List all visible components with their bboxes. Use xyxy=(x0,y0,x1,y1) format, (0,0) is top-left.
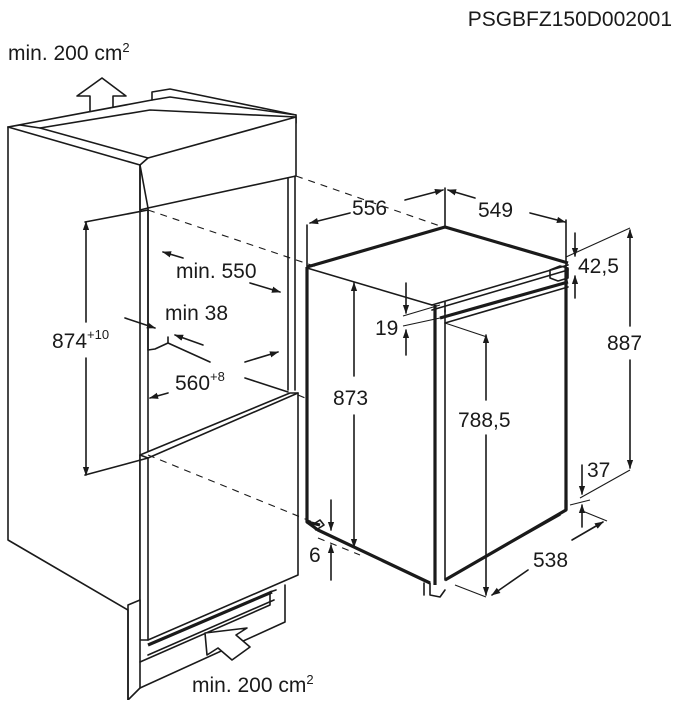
niche-height-value: 874 xyxy=(52,330,87,353)
niche-height-tolerance: +10 xyxy=(87,327,109,342)
appliance-depth-label: 549 xyxy=(478,199,513,222)
top-ventilation-label: min. 200 cm2 xyxy=(8,40,130,65)
foot-height-label: 6 xyxy=(309,544,321,567)
appliance-fridge xyxy=(305,225,569,598)
niche-width-value: 560 xyxy=(175,372,210,395)
bottom-ventilation-label: min. 200 cm2 xyxy=(192,672,314,697)
door-width-label: 538 xyxy=(533,549,568,572)
niche-width-tolerance: +8 xyxy=(210,369,225,384)
ventilation-top-text: min. 200 cm xyxy=(8,42,122,65)
door-height-label: 788,5 xyxy=(458,409,511,432)
ventilation-bottom-text: min. 200 cm xyxy=(192,674,306,697)
body-height-label: 873 xyxy=(333,387,368,410)
svg-text:min. 200 cm2: min. 200 cm2 xyxy=(8,40,130,65)
appliance-top-offset-label: 42,5 xyxy=(578,255,619,278)
niche-gap-label: min 38 xyxy=(165,302,228,325)
bottom-offset-label: 37 xyxy=(587,459,610,482)
airflow-in-arrow-icon xyxy=(204,627,251,661)
kitchen-cabinet xyxy=(7,88,299,701)
ventilation-bottom-sup: 2 xyxy=(306,672,313,687)
niche-height-label: 874+10 xyxy=(52,327,109,353)
door-top-offset-label: 19 xyxy=(375,317,398,340)
ventilation-top-sup: 2 xyxy=(122,40,129,55)
product-code: PSGBFZ150D002001 xyxy=(468,8,672,31)
niche-depth-label: min. 550 xyxy=(176,260,257,283)
appliance-total-height-label: 887 xyxy=(607,332,642,355)
appliance-width-label: 556 xyxy=(352,197,387,220)
niche-width-label: 560+8 xyxy=(175,369,225,395)
